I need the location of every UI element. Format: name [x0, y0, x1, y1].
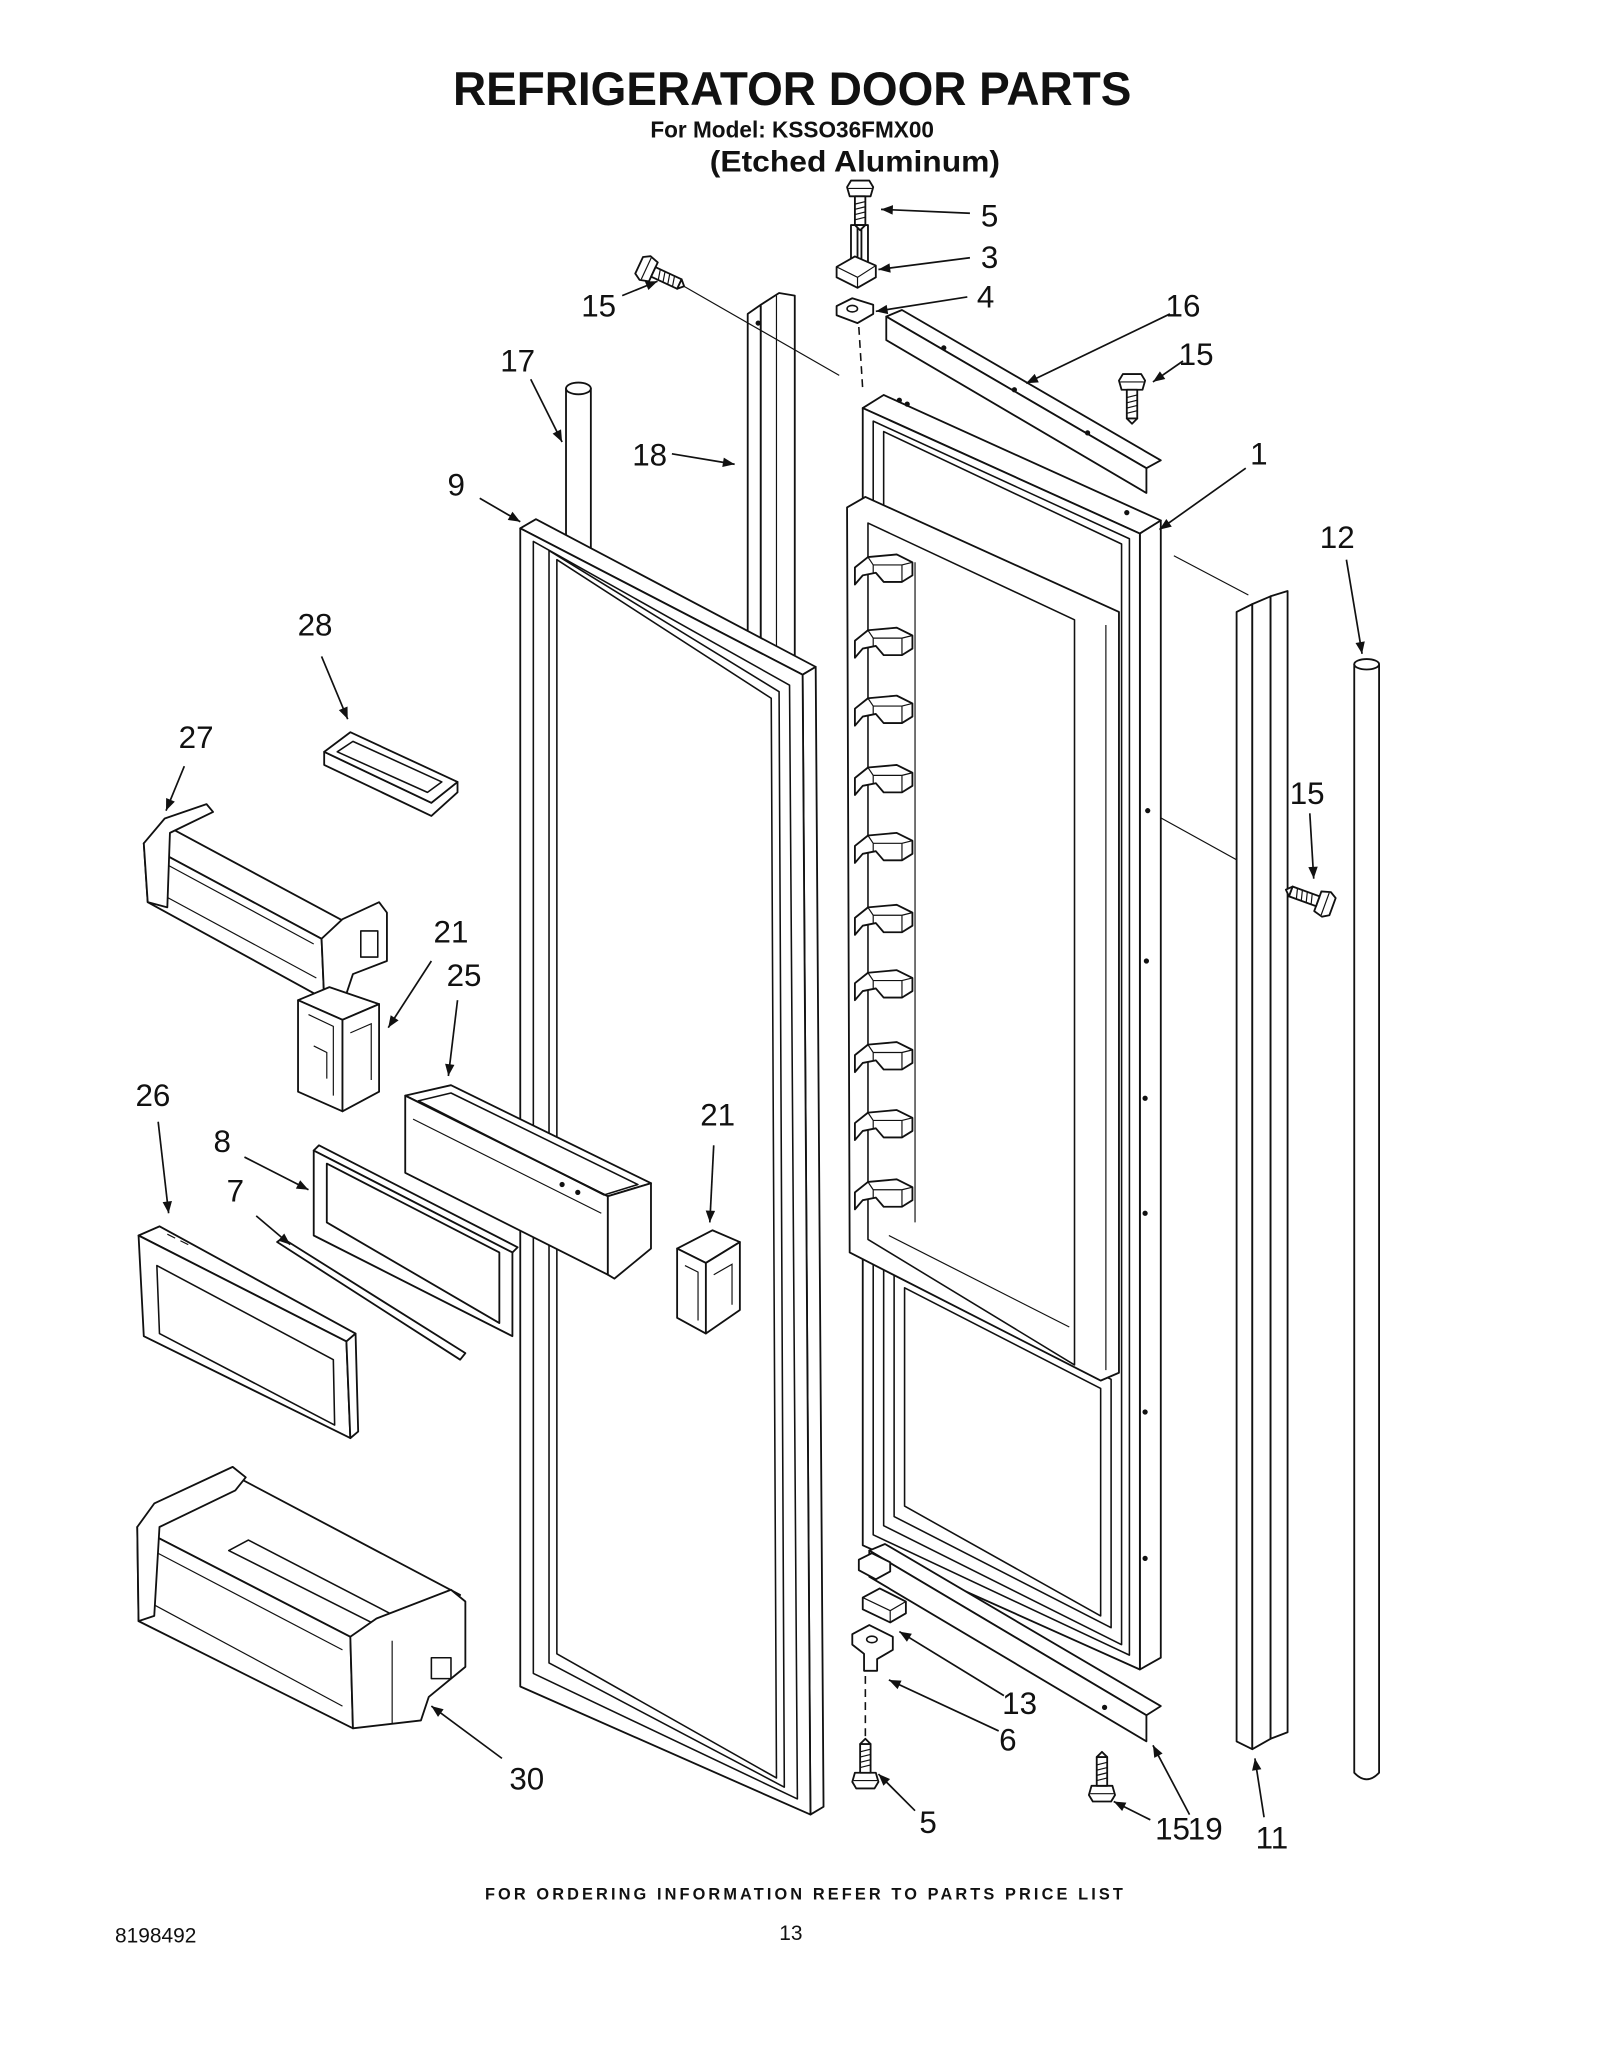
model-line: For Model: KSSO36FMX00 [650, 116, 934, 142]
upper-door-bin [142, 803, 388, 1000]
door-liner [846, 394, 1162, 1671]
callout-number: 15 [1290, 776, 1325, 811]
page-footer: FOR ORDERING INFORMATION REFER TO PARTS … [115, 1886, 1123, 1948]
gasket-rod-left [565, 381, 592, 566]
hinge-screw-top [846, 179, 875, 232]
callout-number: 15 [1179, 337, 1214, 372]
callout-number: 12 [1320, 520, 1355, 555]
hinge-screw-bottom [851, 1737, 880, 1790]
dispenser-frame [312, 1144, 519, 1338]
callout-number: 28 [298, 608, 333, 643]
trim-screw [1118, 373, 1147, 425]
bottom-hinge-assembly [851, 1552, 907, 1744]
callout-numbers: 5 3 4 16 15 15 17 18 1 9 12 28 27 15 21 … [135, 198, 1354, 1855]
callout-number: 27 [179, 720, 214, 755]
small-utility-tray [323, 731, 459, 817]
callout-number: 1 [1250, 436, 1267, 471]
dispenser-housing [404, 1084, 652, 1280]
callout-number: 5 [919, 1805, 936, 1840]
callout-number: 18 [632, 438, 667, 473]
dispenser-bracket-right [676, 1229, 741, 1335]
guide-line [679, 283, 840, 376]
callout-number: 7 [227, 1174, 244, 1209]
document-number: 8198492 [115, 1925, 196, 1948]
door-channel-strip-left [746, 292, 796, 676]
page-header: REFRIGERATOR DOOR PARTS For Model: KSSO3… [453, 62, 1131, 179]
page-number: 13 [779, 1922, 802, 1945]
callout-number: 4 [977, 279, 994, 314]
lower-door-bin [136, 1465, 467, 1730]
callout-number: 15 [1155, 1811, 1190, 1846]
callout-number: 6 [999, 1723, 1016, 1758]
callout-number: 11 [1256, 1821, 1289, 1856]
callout-number: 21 [434, 915, 469, 950]
callout-number: 8 [213, 1124, 230, 1159]
upper-shelf-liner [846, 496, 1120, 1382]
door-gasket-frame [519, 518, 825, 1816]
callout-number: 19 [1188, 1811, 1223, 1846]
callout-number: 25 [447, 958, 482, 993]
callout-leaders [157, 205, 1365, 1821]
page-title: REFRIGERATOR DOOR PARTS [453, 62, 1131, 115]
channel-screw-top [632, 252, 691, 300]
callout-number: 17 [500, 343, 535, 378]
callout-number: 30 [509, 1762, 544, 1797]
gasket-rod-right [1353, 658, 1380, 1781]
callout-number: 3 [981, 240, 998, 275]
callout-number: 26 [135, 1078, 170, 1113]
dispenser-bracket-left [297, 986, 380, 1113]
finish-line: (Etched Aluminum) [710, 145, 1000, 178]
callout-number: 16 [1166, 289, 1201, 324]
trim-screw-bottom [1087, 1750, 1116, 1803]
door-channel-strip-right [1235, 590, 1289, 1751]
channel-screw [1280, 876, 1338, 920]
callout-number: 21 [700, 1098, 735, 1133]
callout-number: 9 [447, 468, 464, 503]
door-top-trim [885, 309, 1162, 494]
callout-number: 15 [581, 289, 616, 324]
dispenser-front-panel [137, 1225, 360, 1440]
callout-number: 13 [1002, 1686, 1037, 1721]
ordering-note: FOR ORDERING INFORMATION REFER TO PARTS … [485, 1886, 1123, 1904]
callout-number: 5 [981, 198, 998, 233]
top-hinge-assembly [835, 224, 877, 390]
